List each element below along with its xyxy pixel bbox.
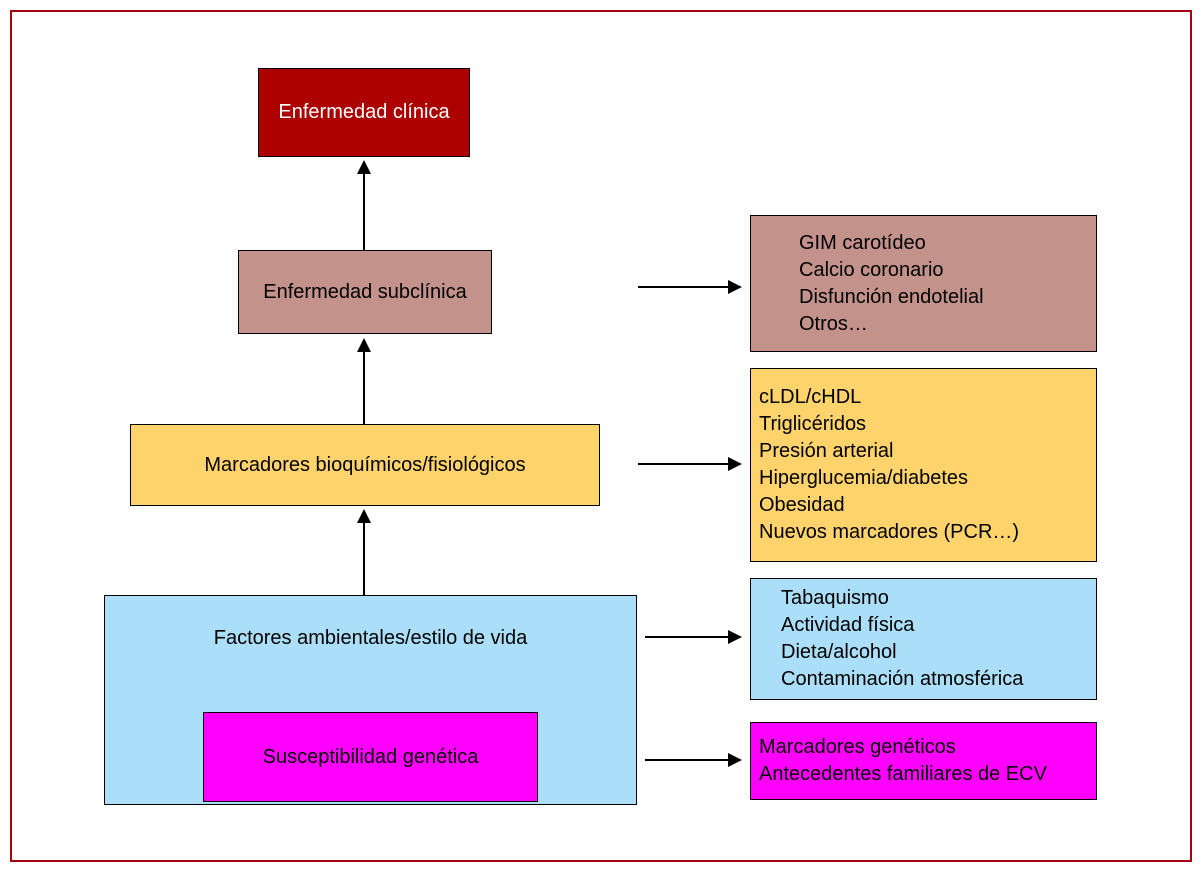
- arrow-shaft: [638, 286, 730, 288]
- arrow-environment-to-markers: [356, 509, 372, 595]
- arrow-subclinical-to-details: [638, 279, 742, 295]
- detail-line: Dieta/alcohol: [781, 641, 897, 663]
- detail-line: Obesidad: [759, 494, 845, 516]
- stage-label-enfermedad-subclinica: Enfermedad subclínica: [263, 280, 467, 303]
- arrow-head-icon: [357, 338, 371, 352]
- detail-line: Otros…: [799, 312, 868, 335]
- stage-box-marcadores-bioquimicos: Marcadores bioquímicos/fisiológicos: [130, 424, 600, 506]
- arrow-head-icon: [728, 630, 742, 644]
- arrow-shaft: [638, 463, 730, 465]
- detail-line: Nuevos marcadores (PCR…): [759, 521, 1020, 543]
- stage-box-enfermedad-subclinica: Enfermedad subclínica: [238, 250, 492, 334]
- detail-line: Antecedentes familiares de ECV: [759, 763, 1047, 785]
- arrow-head-icon: [728, 280, 742, 294]
- detail-line: Actividad física: [781, 614, 915, 636]
- detail-line: Tabaquismo: [781, 587, 889, 609]
- detail-line: cLDL/cHDL: [759, 386, 862, 408]
- arrow-shaft: [363, 172, 365, 250]
- arrow-markers-to-details: [638, 456, 742, 472]
- detail-line: Hiperglucemia/diabetes: [759, 467, 969, 489]
- detail-box-subclinical: GIM carotídeo Calcio coronario Disfunció…: [750, 215, 1097, 352]
- arrow-subclinical-to-clinical: [356, 160, 372, 250]
- arrow-shaft: [645, 636, 730, 638]
- arrow-environment-to-details: [645, 629, 742, 645]
- stage-box-susceptibilidad-genetica: Susceptibilidad genética: [203, 712, 538, 802]
- detail-box-environment: Tabaquismo Actividad física Dieta/alcoho…: [750, 578, 1097, 700]
- stage-label-susceptibilidad-genetica: Susceptibilidad genética: [262, 745, 479, 768]
- arrow-shaft: [363, 350, 365, 424]
- arrow-head-icon: [728, 753, 742, 767]
- detail-line: Presión arterial: [759, 440, 894, 462]
- detail-box-genetic: Marcadores genéticos Antecedentes famili…: [750, 722, 1097, 800]
- detail-line: Marcadores genéticos: [759, 736, 956, 758]
- arrow-markers-to-subclinical: [356, 338, 372, 424]
- detail-line: Contaminación atmosférica: [781, 668, 1024, 690]
- stage-label-marcadores-bioquimicos: Marcadores bioquímicos/fisiológicos: [204, 453, 526, 476]
- arrow-shaft: [363, 521, 365, 595]
- detail-line: GIM carotídeo: [799, 231, 926, 254]
- stage-box-enfermedad-clinica: Enfermedad clínica: [258, 68, 470, 157]
- stage-label-enfermedad-clinica: Enfermedad clínica: [278, 101, 450, 123]
- detail-line: Triglicéridos: [759, 413, 867, 435]
- arrow-shaft: [645, 759, 730, 761]
- detail-line: Disfunción endotelial: [799, 285, 984, 308]
- arrow-head-icon: [357, 509, 371, 523]
- arrow-genetic-to-details: [645, 752, 742, 768]
- detail-line: Calcio coronario: [799, 258, 944, 281]
- stage-label-factores-ambientales: Factores ambientales/estilo de vida: [213, 627, 528, 649]
- arrow-head-icon: [728, 457, 742, 471]
- arrow-head-icon: [357, 160, 371, 174]
- detail-box-markers: cLDL/cHDL Triglicéridos Presión arterial…: [750, 368, 1097, 562]
